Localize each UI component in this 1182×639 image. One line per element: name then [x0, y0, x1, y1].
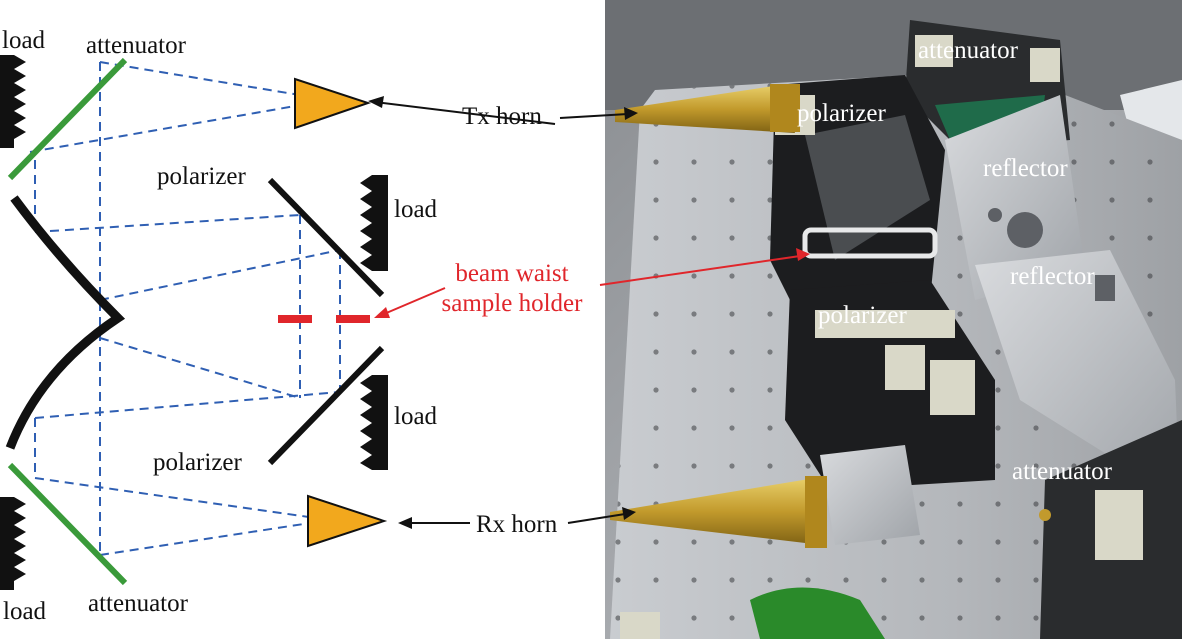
load-top-left-icon	[0, 55, 26, 148]
reflector-slot	[1095, 275, 1115, 301]
brass-screw	[1039, 509, 1051, 521]
arrowhead	[368, 96, 384, 108]
beam-line	[29, 99, 331, 153]
arrowhead	[398, 517, 412, 529]
tape-patch	[885, 345, 925, 390]
label-load-mid-bottom: load	[394, 403, 438, 430]
label-tx-horn: Tx horn	[462, 103, 542, 130]
attenuator-bottom	[7, 462, 128, 586]
label-attenuator-bottom: attenuator	[88, 590, 189, 617]
schematic-panel: load attenuator Tx horn polarizer load l…	[0, 27, 584, 625]
sample-holder-right	[336, 315, 370, 323]
photo-label-reflector-bottom: reflector	[1010, 263, 1095, 290]
arrowhead	[622, 507, 636, 520]
beam-line	[34, 391, 341, 419]
tx-horn-flange	[770, 84, 800, 132]
tape-patch	[930, 360, 975, 415]
arrowhead	[374, 307, 390, 318]
photo-label-polarizer-top: polarizer	[797, 100, 887, 127]
label-rx-horn: Rx horn	[476, 511, 558, 538]
label-load-bottom-left: load	[3, 598, 47, 625]
load-mid-bottom-icon	[360, 375, 388, 470]
rx-horn-photo-pointer	[567, 513, 626, 524]
sample-holder-left	[278, 315, 312, 323]
pointer-arrows	[368, 96, 556, 529]
label-attenuator-top: attenuator	[86, 32, 187, 59]
cross-panel-arrows	[559, 107, 638, 524]
rx-horn-icon	[307, 494, 388, 548]
beam-line	[99, 337, 301, 399]
attenuator-top	[7, 57, 128, 181]
sample-holder-photo-pointer	[599, 255, 801, 286]
label-load-top-left: load	[2, 27, 46, 54]
photo-label-attenuator-bottom: attenuator	[1012, 458, 1113, 485]
tape-patch	[1030, 48, 1060, 82]
polarizer-bottom	[267, 345, 385, 466]
beam-line	[99, 249, 341, 301]
tx-horn-icon	[294, 77, 372, 130]
tx-horn-photo	[615, 85, 795, 133]
label-sample-holder: sample holder	[442, 290, 584, 317]
tape-patch	[915, 35, 953, 67]
beam-line	[99, 61, 331, 101]
photo-label-polarizer-bottom: polarizer	[818, 302, 908, 329]
photo-panel: attenuator polarizer reflector reflector…	[605, 0, 1182, 639]
load-bottom-left-icon	[0, 497, 26, 590]
polarizer-top	[267, 177, 385, 298]
reflector-block-top	[945, 95, 1085, 300]
green-clip	[750, 587, 885, 639]
tape-patch	[1095, 490, 1143, 560]
cross-panel-red-arrow	[599, 248, 810, 286]
tape-patch	[815, 310, 955, 338]
beam-paths	[29, 61, 341, 556]
photo-label-attenuator-top: attenuator	[918, 37, 1019, 64]
beam-waist-pointer	[374, 287, 446, 318]
polarizer-grid-top	[805, 115, 930, 260]
beam-line	[34, 477, 331, 521]
beam-line	[99, 519, 331, 556]
reflector-block-bottom	[975, 250, 1180, 500]
label-polarizer-bottom: polarizer	[153, 449, 243, 476]
rx-horn-flange	[805, 476, 827, 548]
reflector-hole	[988, 208, 1002, 222]
label-polarizer-top: polarizer	[157, 163, 247, 190]
curved-reflector	[5, 195, 126, 450]
arrowhead	[796, 248, 810, 261]
sample-holder-pointer	[383, 287, 446, 315]
reflector-hole	[1007, 212, 1043, 248]
sample-holder-frame	[802, 227, 938, 259]
label-beam-waist: beam waist	[455, 260, 568, 287]
horn-mount-block	[820, 445, 920, 545]
label-load-mid-top: load	[394, 196, 438, 223]
arrowhead	[624, 107, 638, 120]
load-mid-top-icon	[360, 175, 388, 271]
tx-horn-pointer	[374, 101, 556, 125]
tape-patch	[620, 612, 660, 639]
tx-horn-photo-pointer	[559, 113, 629, 119]
photo-label-reflector-top: reflector	[983, 155, 1068, 182]
rx-horn-photo	[610, 478, 822, 545]
